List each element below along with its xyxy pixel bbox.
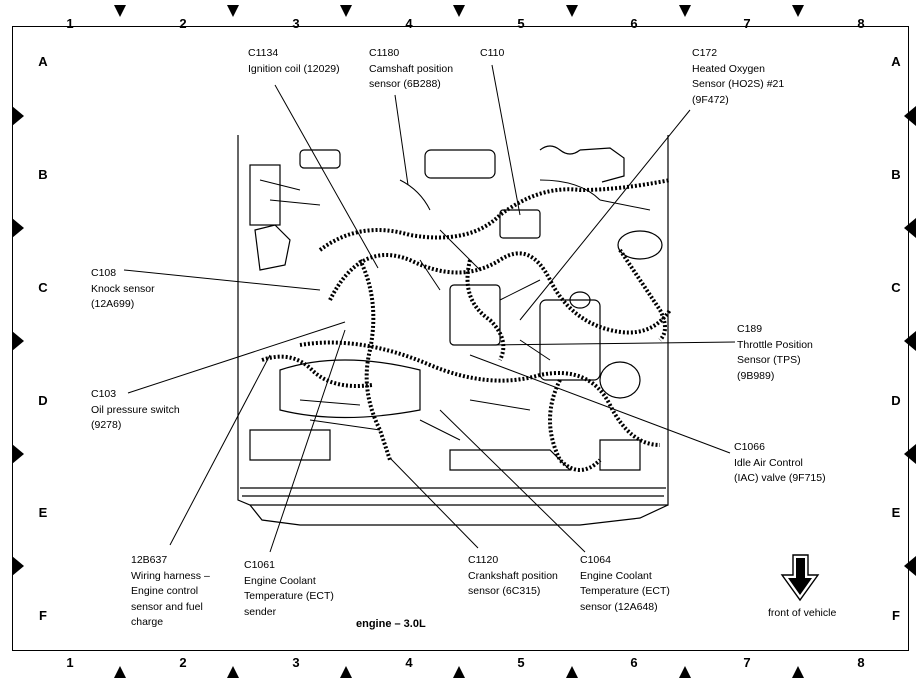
row-label-e-right: E bbox=[891, 505, 901, 520]
col-label-4-bottom: 4 bbox=[405, 655, 413, 670]
row-label-d-left: D bbox=[38, 393, 48, 408]
col-label-8-top: 8 bbox=[857, 16, 865, 31]
col-label-3-bottom: 3 bbox=[292, 655, 300, 670]
col-label-5-top: 5 bbox=[517, 16, 525, 31]
down-arrow-icon bbox=[780, 554, 820, 602]
wiring-harness bbox=[261, 178, 672, 472]
front-of-vehicle-label: front of vehicle bbox=[768, 607, 837, 619]
col-label-6-top: 6 bbox=[630, 16, 638, 31]
col-label-4-top: 4 bbox=[405, 16, 413, 31]
row-label-c-right: C bbox=[891, 280, 901, 295]
row-label-e-left: E bbox=[38, 505, 48, 520]
row-label-f-left: F bbox=[39, 608, 47, 623]
row-label-c-left: C bbox=[38, 280, 48, 295]
col-label-8-bottom: 8 bbox=[857, 655, 865, 670]
row-label-a-right: A bbox=[891, 54, 901, 69]
col-label-1-bottom: 1 bbox=[66, 655, 74, 670]
col-label-2-top: 2 bbox=[179, 16, 187, 31]
row-label-a-left: A bbox=[38, 54, 48, 69]
col-label-2-bottom: 2 bbox=[179, 655, 187, 670]
row-label-f-right: F bbox=[892, 608, 900, 623]
row-label-b-right: B bbox=[891, 167, 901, 182]
col-label-1-top: 1 bbox=[66, 16, 74, 31]
row-label-b-left: B bbox=[38, 167, 48, 182]
row-label-d-right: D bbox=[891, 393, 901, 408]
col-label-3-top: 3 bbox=[292, 16, 300, 31]
leader-lines bbox=[123, 64, 736, 553]
col-label-7-top: 7 bbox=[743, 16, 751, 31]
col-label-5-bottom: 5 bbox=[517, 655, 525, 670]
engine-compartment bbox=[237, 135, 669, 526]
callout-c110: C110 bbox=[480, 47, 505, 59]
diagram-title: engine – 3.0L bbox=[356, 618, 426, 630]
col-label-6-bottom: 6 bbox=[630, 655, 638, 670]
engine-detail-lines bbox=[259, 179, 651, 441]
col-label-7-bottom: 7 bbox=[743, 655, 751, 670]
grid-tick-marks bbox=[12, 5, 916, 678]
